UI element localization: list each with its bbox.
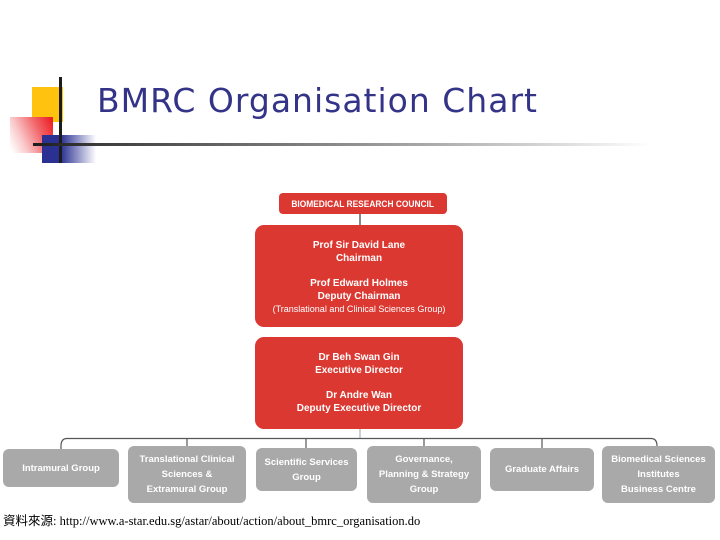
deputy-chairman-name: Prof Edward Holmes bbox=[310, 278, 408, 289]
line-spacer bbox=[255, 377, 463, 389]
title-underline-rule bbox=[33, 143, 670, 146]
chairman-box: Prof Sir David Lane Chairman Prof Edward… bbox=[255, 225, 463, 327]
group-box-intramural: Intramural Group bbox=[3, 449, 119, 487]
executive-director-name: Dr Beh Swan Gin bbox=[318, 352, 400, 363]
source-url-text: 資料來源: http://www.a-star.edu.sg/astar/abo… bbox=[3, 514, 421, 528]
group-box-graduate-affairs: Graduate Affairs bbox=[490, 448, 594, 491]
deco-yellow-square bbox=[32, 87, 63, 122]
deputy-executive-director-role: Deputy Executive Director bbox=[296, 403, 422, 414]
group-box-biomedical-sciences-institutes-business-centre: Biomedical Sciences Institutes Business … bbox=[602, 446, 715, 503]
deputy-executive-director-name: Dr Andre Wan bbox=[326, 390, 392, 401]
deputy-chairman-note: (Translational and Clinical Sciences Gro… bbox=[272, 304, 446, 314]
chairman-role: Chairman bbox=[335, 253, 383, 264]
root-box-biomedical-research-council: BIOMEDICAL RESEARCH COUNCIL bbox=[279, 193, 447, 214]
deco-vertical-line bbox=[59, 77, 62, 163]
line-spacer bbox=[255, 265, 463, 277]
root-box-label: BIOMEDICAL RESEARCH COUNCIL bbox=[291, 198, 435, 209]
group-box-governance-planning-strategy: Governance, Planning & Strategy Group bbox=[367, 446, 481, 503]
slide-title: BMRC Organisation Chart bbox=[97, 81, 538, 120]
group-box-scientific-services: Scientific Services Group bbox=[256, 448, 357, 491]
group-box-translational-clinical-sciences-extramural: Translational Clinical Sciences & Extram… bbox=[128, 446, 246, 503]
deputy-chairman-role: Deputy Chairman bbox=[317, 291, 401, 302]
chairman-name: Prof Sir David Lane bbox=[312, 240, 406, 251]
executive-director-box: Dr Beh Swan Gin Executive Director Dr An… bbox=[255, 337, 463, 429]
executive-director-role: Executive Director bbox=[315, 365, 403, 376]
deco-blue-gradient-square bbox=[42, 135, 96, 163]
